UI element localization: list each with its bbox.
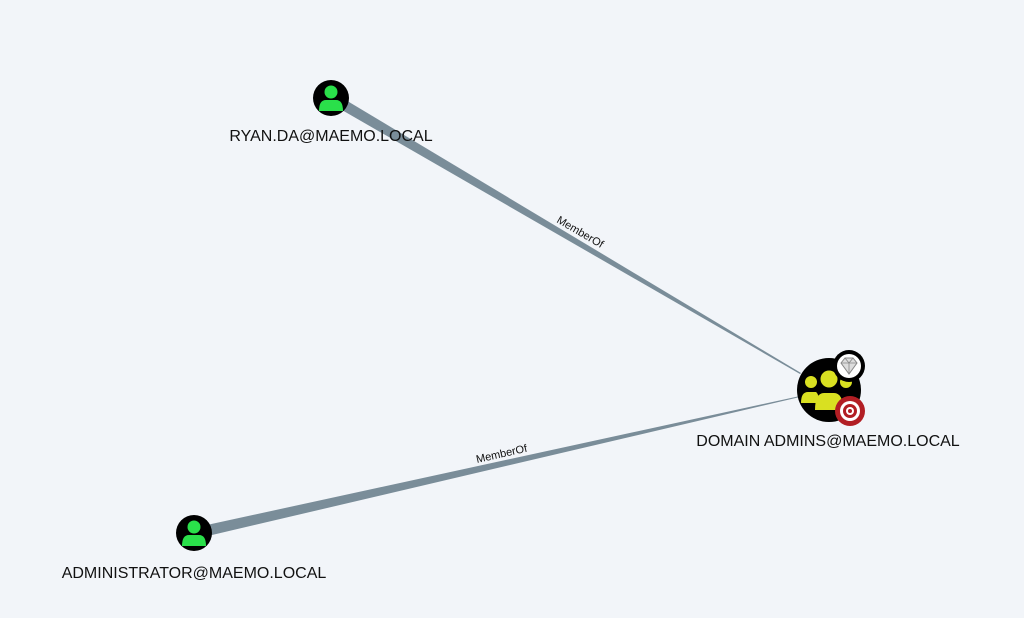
high-value-diamond-icon <box>833 350 865 382</box>
user-icon <box>182 520 206 546</box>
edge-line[interactable] <box>328 93 801 374</box>
user-icon <box>319 85 343 111</box>
edge-line[interactable] <box>193 396 800 539</box>
node-label: RYAN.DA@MAEMO.LOCAL <box>229 128 432 145</box>
node-ryan-da[interactable]: RYAN.DA@MAEMO.LOCAL <box>229 80 433 145</box>
node-label: DOMAIN ADMINS@MAEMO.LOCAL <box>696 433 959 450</box>
node-domain-admins[interactable]: DOMAIN ADMINS@MAEMO.LOCAL <box>696 350 960 450</box>
edge-administrator-memberof[interactable]: MemberOf <box>193 396 800 539</box>
node-label: ADMINISTRATOR@MAEMO.LOCAL <box>62 565 327 582</box>
node-administrator[interactable]: ADMINISTRATOR@MAEMO.LOCAL <box>62 515 327 582</box>
target-icon <box>835 396 865 426</box>
